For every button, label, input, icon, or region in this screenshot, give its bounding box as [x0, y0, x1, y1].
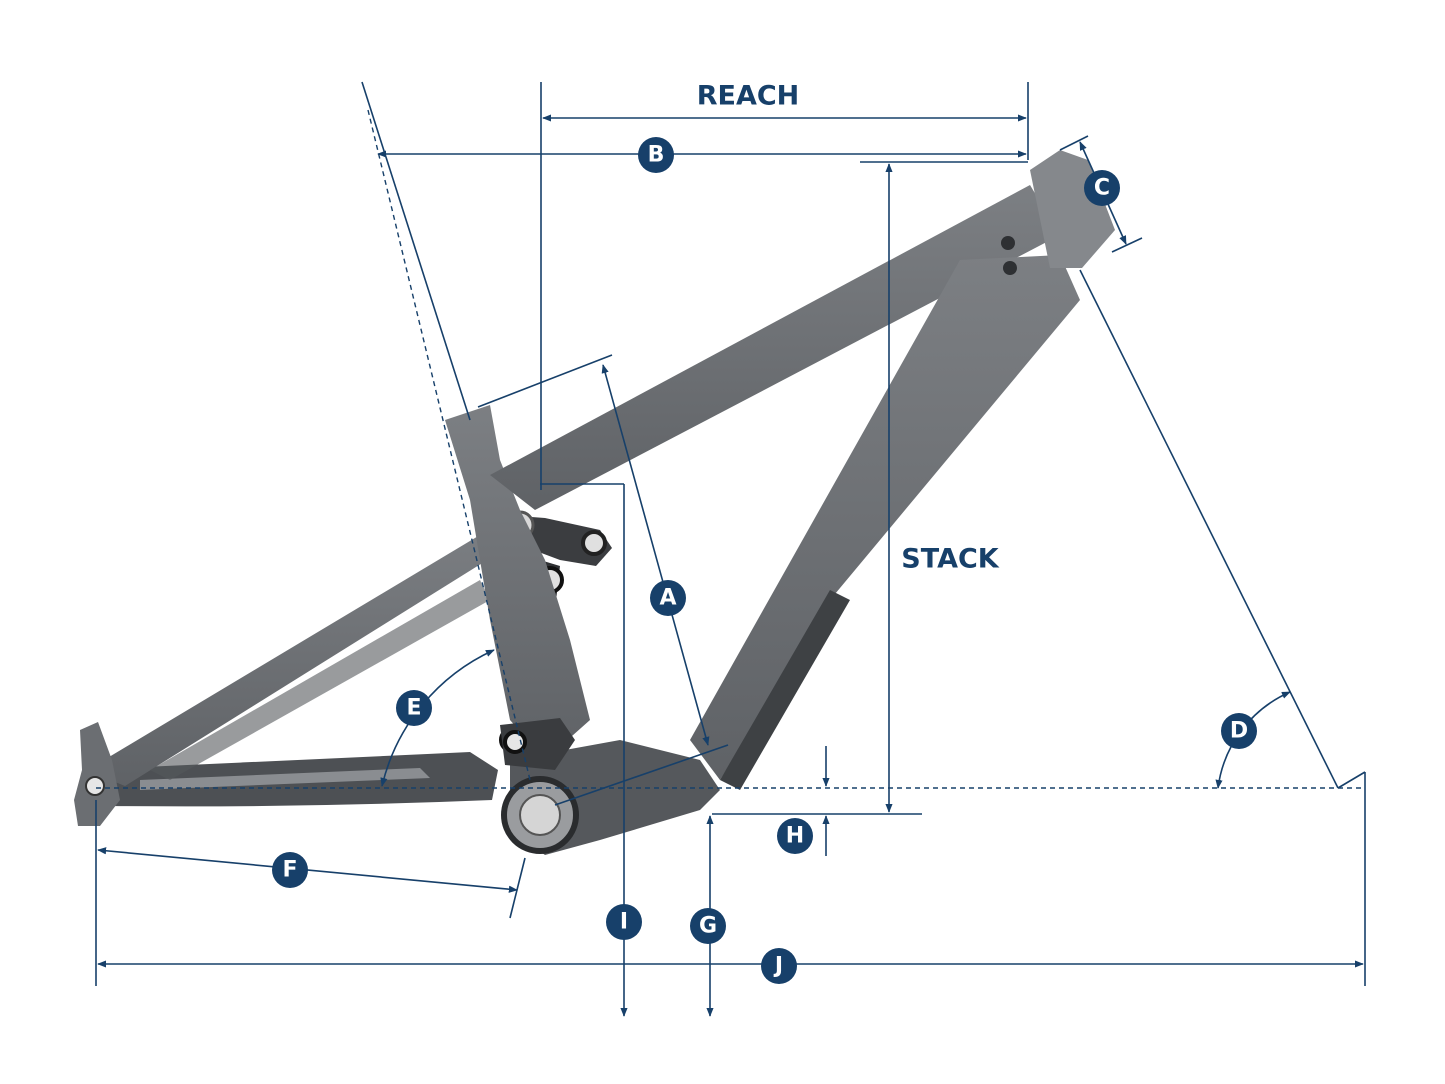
badge-e-text: E	[406, 696, 421, 721]
badge-g: G	[690, 908, 726, 944]
badge-c-text: C	[1094, 176, 1110, 201]
stack-label: STACK	[901, 544, 999, 575]
badge-e: E	[396, 690, 432, 726]
badge-i-text: I	[620, 910, 628, 935]
badge-g-text: G	[699, 914, 717, 939]
chainstay-highlight	[140, 768, 430, 790]
seat-tube	[445, 405, 590, 760]
badge-a: A	[650, 580, 686, 616]
lower-pivot	[503, 730, 527, 754]
badge-b: B	[638, 137, 674, 173]
badge-a-text: A	[659, 586, 676, 611]
badge-j: J	[761, 948, 797, 984]
badge-j-text: J	[773, 954, 783, 979]
badge-d-text: D	[1230, 719, 1248, 744]
badge-d: D	[1221, 713, 1257, 749]
down-tube-shadow	[720, 590, 850, 790]
seatstay-shadow	[150, 580, 490, 780]
rear-dropout	[74, 722, 120, 826]
bike-frame	[74, 150, 1115, 855]
cable-port-2	[1003, 261, 1017, 275]
cable-port-1	[1001, 236, 1015, 250]
badge-h: H	[777, 818, 813, 854]
head-tube	[1030, 150, 1115, 268]
badge-f: F	[272, 852, 308, 888]
badge-i: I	[606, 904, 642, 940]
pivot-rocker	[581, 530, 607, 556]
bottom-bracket-core	[519, 794, 561, 836]
badge-f-text: F	[282, 858, 297, 883]
seatstay	[86, 520, 532, 786]
rear-axle	[85, 776, 105, 796]
badge-b-text: B	[648, 143, 665, 168]
badge-h-text: H	[786, 824, 804, 849]
badge-c: C	[1084, 170, 1120, 206]
down-tube	[690, 255, 1080, 780]
reach-label: REACH	[697, 81, 800, 112]
